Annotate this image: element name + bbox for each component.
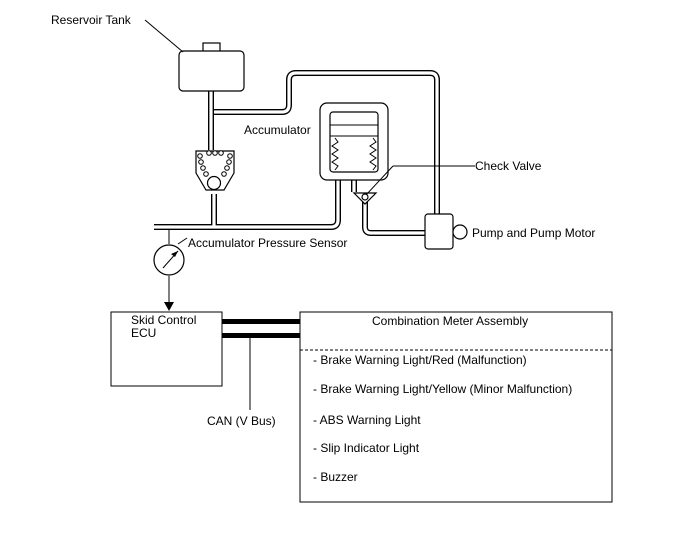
meter-item: - Brake Warning Light/Red (Malfunction)	[313, 353, 527, 367]
accumulator-pressure-sensor-label: Accumulator Pressure Sensor	[188, 236, 347, 250]
skid-control-ecu-label-line2: ECU	[131, 326, 156, 340]
reservoir-tank	[178, 42, 245, 92]
meter-item: - Buzzer	[313, 470, 358, 484]
skid-control-ecu-label-line1: Skid Control	[131, 313, 196, 327]
meter-items-list: - Brake Warning Light/Red (Malfunction) …	[313, 353, 572, 484]
accumulator-label: Accumulator	[244, 123, 311, 137]
pump-and-pump-motor-label: Pump and Pump Motor	[472, 226, 595, 240]
pump-and-motor	[424, 213, 468, 250]
can-bus-label: CAN (V Bus)	[207, 414, 276, 428]
meter-item: - Slip Indicator Light	[313, 441, 420, 455]
meter-item: - ABS Warning Light	[313, 413, 421, 427]
combination-meter-assembly	[299, 311, 613, 503]
meter-item: - Brake Warning Light/Yellow (Minor Malf…	[313, 382, 572, 396]
check-valve	[352, 165, 475, 205]
combination-meter-assembly-label: Combination Meter Assembly	[372, 314, 528, 328]
skid-control-ecu	[110, 311, 223, 387]
accumulator-pressure-sensor	[153, 229, 185, 311]
leader-lines	[144, 19, 251, 410]
reservoir-tank-label: Reservoir Tank	[51, 13, 132, 27]
check-valve-label: Check Valve	[475, 159, 542, 173]
can-bus	[222, 319, 300, 338]
accumulator	[319, 102, 389, 181]
valve-block	[195, 150, 235, 191]
